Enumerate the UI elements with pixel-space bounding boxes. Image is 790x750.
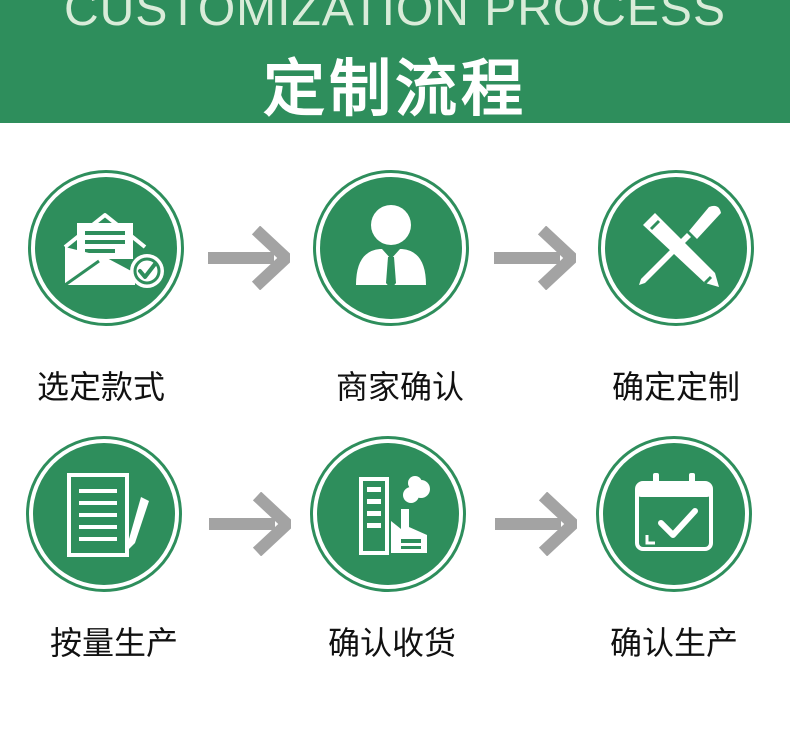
step-circle (598, 170, 754, 326)
arrow-right-icon (494, 226, 576, 290)
calendar-check-icon (635, 473, 713, 551)
step-label: 选定款式 (36, 368, 165, 406)
envelope-check-icon (63, 213, 164, 288)
tools-icon (639, 205, 721, 287)
step-circle (313, 170, 469, 326)
step-circle (310, 436, 466, 592)
arrow-right-icon (209, 492, 291, 556)
step-circle (26, 436, 182, 592)
step-circle (596, 436, 752, 592)
banner-title-en: CUSTOMIZATION PROCESS (64, 0, 726, 36)
step-label: 商家确认 (335, 368, 464, 406)
step-label: 确认生产 (609, 624, 738, 662)
banner-title-cn: 定制流程 (262, 52, 527, 123)
arrow-right-icon (495, 492, 577, 556)
step-circle (28, 170, 184, 326)
step-label: 按量生产 (49, 624, 178, 662)
step-label: 确认收货 (327, 624, 456, 662)
person-icon (356, 205, 426, 289)
header-banner: CUSTOMIZATION PROCESS 定制流程 (0, 0, 790, 123)
document-pen-icon (67, 473, 149, 557)
factory-icon (359, 476, 430, 555)
arrow-right-icon (208, 226, 290, 290)
step-label: 确定定制 (611, 368, 740, 406)
